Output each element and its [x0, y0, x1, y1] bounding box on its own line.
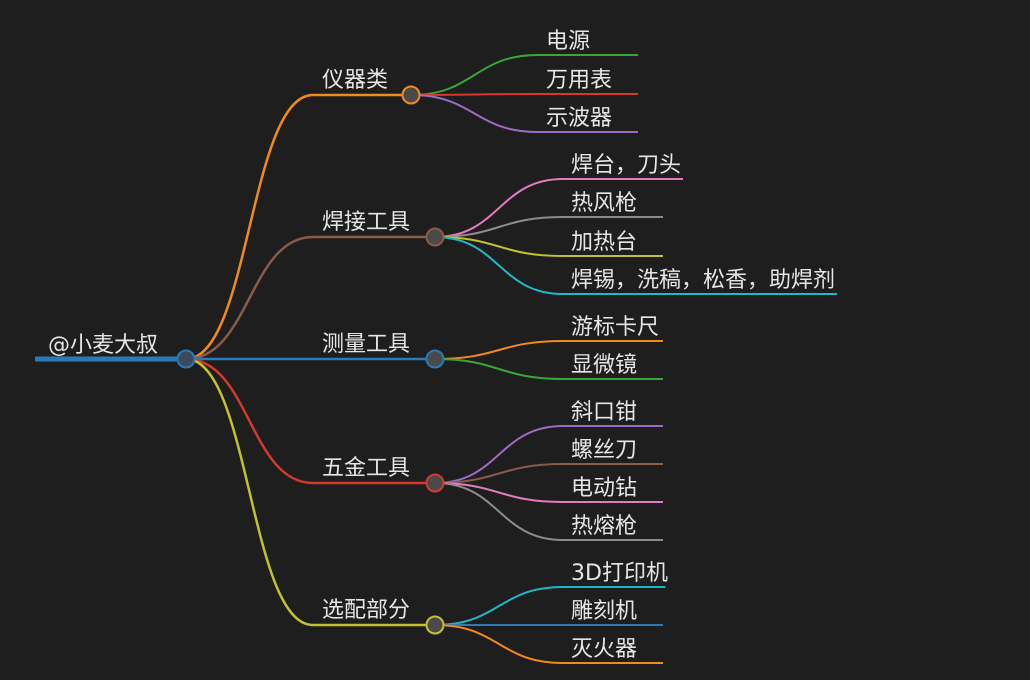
branch-edge [185, 357, 314, 485]
leaf-label[interactable]: 斜口钳 [571, 400, 637, 425]
leaf-edge [434, 482, 564, 503]
leaf-edge [434, 425, 564, 484]
branch-node-circle[interactable] [425, 227, 445, 247]
leaf-edge [410, 94, 539, 133]
branch-node-circle[interactable] [425, 473, 445, 493]
leaf-label[interactable]: 加热台 [571, 230, 637, 255]
mind-map-nodes [176, 85, 445, 635]
leaf-label[interactable]: 热风枪 [571, 191, 637, 216]
root-node-circle[interactable] [176, 349, 196, 369]
leaf-label[interactable]: 焊台，刀头 [571, 153, 681, 178]
leaf-label[interactable]: 焊锡，洗稿，松香，助焊剂 [571, 268, 835, 293]
branch-node-circle[interactable] [425, 349, 445, 369]
branch-label[interactable]: 五金工具 [322, 456, 410, 481]
leaf-label[interactable]: 示波器 [546, 106, 612, 131]
leaf-label[interactable]: 电动钻 [571, 476, 637, 501]
mind-map-underlines [35, 54, 837, 664]
leaf-edge [434, 340, 564, 360]
branch-node-circle[interactable] [425, 615, 445, 635]
branch-label[interactable]: 焊接工具 [322, 210, 410, 235]
branch-edge [185, 357, 314, 627]
leaf-edge [434, 586, 564, 626]
leaf-label[interactable]: 螺丝刀 [571, 438, 637, 463]
branch-node-circle[interactable] [401, 85, 421, 105]
leaf-edge [434, 463, 564, 484]
leaf-label[interactable]: 热熔枪 [571, 514, 637, 539]
leaf-label[interactable]: 万用表 [546, 68, 612, 93]
branch-label[interactable]: 测量工具 [322, 332, 410, 357]
leaf-edge [434, 624, 564, 664]
leaf-edge [434, 236, 564, 295]
root-label[interactable]: @小麦大叔 [48, 333, 158, 358]
branch-label[interactable]: 仪器类 [322, 68, 388, 93]
leaf-label[interactable]: 电源 [546, 29, 590, 54]
leaf-label[interactable]: 游标卡尺 [571, 315, 659, 340]
leaf-edge [434, 236, 564, 257]
leaf-label[interactable]: 灭火器 [571, 637, 637, 662]
leaf-edge [410, 93, 539, 96]
leaf-edge [434, 216, 564, 238]
leaf-edge [434, 178, 564, 238]
branch-edge [185, 93, 314, 361]
leaf-label[interactable]: 3D打印机 [571, 561, 668, 586]
leaf-edge [410, 54, 539, 96]
leaf-label[interactable]: 雕刻机 [571, 599, 637, 624]
branch-label[interactable]: 选配部分 [322, 598, 410, 623]
leaf-edge [434, 482, 564, 541]
mind-map-edges [185, 54, 564, 664]
leaf-edge [434, 358, 564, 380]
leaf-label[interactable]: 显微镜 [571, 353, 637, 378]
branch-edge [185, 235, 314, 361]
